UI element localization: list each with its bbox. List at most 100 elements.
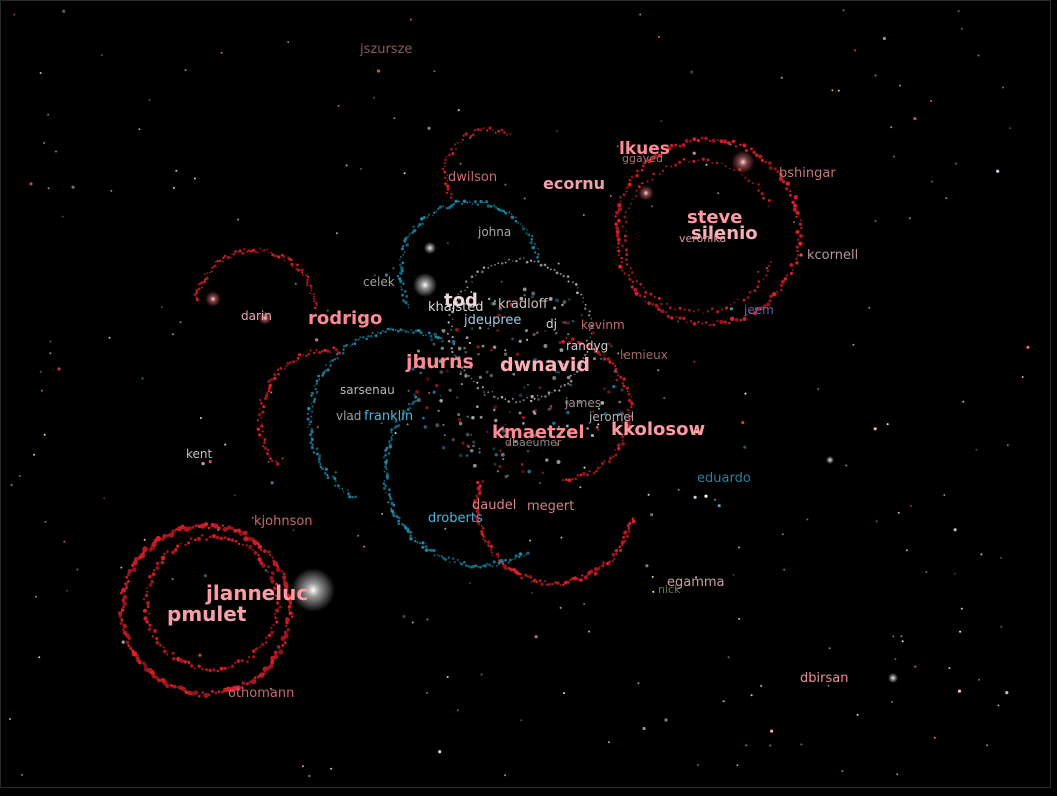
ring-particle	[439, 336, 443, 340]
label-tod[interactable]: tod	[444, 290, 478, 311]
label-kjohnson[interactable]: kjohnson	[254, 514, 313, 529]
label-dj[interactable]: dj	[546, 317, 557, 331]
label-lkues[interactable]: lkues	[619, 139, 670, 159]
cluster-particle	[537, 398, 540, 401]
ring-particle	[189, 537, 193, 540]
cluster-particle	[435, 423, 440, 428]
ring-particle	[210, 270, 214, 273]
label-veronika[interactable]: veronika	[679, 232, 726, 245]
ring-particle	[227, 537, 231, 541]
label-kradloff[interactable]: kradloff	[498, 297, 549, 312]
ring-particle	[359, 336, 362, 339]
label-jeem[interactable]: jeem	[743, 303, 774, 317]
ring-particle	[388, 440, 391, 443]
label-lemieux[interactable]: lemieux	[620, 348, 668, 362]
ring-particle	[176, 685, 179, 689]
ring-particle	[587, 343, 590, 346]
label-jeromel[interactable]: jeromel	[588, 410, 634, 424]
ring-particle	[768, 299, 772, 303]
ring-particle	[284, 585, 289, 590]
ring-particle	[440, 555, 443, 558]
label-bshingar[interactable]: bshingar	[779, 166, 836, 181]
cluster-particle	[476, 345, 480, 349]
ring-particle	[388, 493, 391, 496]
label-dwnavid[interactable]: dwnavid	[500, 354, 590, 376]
label-silenio[interactable]: silenio	[691, 223, 758, 244]
ring-particle	[445, 156, 448, 158]
ring-particle	[553, 269, 556, 271]
ring-particle	[752, 311, 758, 316]
ring-particle	[468, 375, 470, 377]
star	[695, 430, 699, 434]
star	[138, 128, 141, 131]
star	[660, 120, 663, 123]
ring-particle	[236, 659, 241, 664]
label-dbaeumer[interactable]: dbaeumer	[505, 436, 562, 449]
label-kcornell[interactable]: kcornell	[807, 248, 858, 263]
ring-particle	[628, 418, 631, 421]
ring-particle	[754, 153, 759, 157]
star	[539, 386, 541, 389]
ring-particle	[394, 425, 398, 429]
ring-particle	[499, 208, 503, 213]
label-kkolosow[interactable]: kkolosow	[611, 419, 705, 440]
label-darin[interactable]: darin	[241, 309, 272, 323]
label-khalsted[interactable]: khalsted	[428, 300, 483, 315]
label-nick[interactable]: nick	[658, 583, 681, 596]
label-randyg[interactable]: randyg	[566, 339, 608, 353]
label-jdeupree[interactable]: jdeupree	[463, 313, 521, 328]
label-megert[interactable]: megert	[527, 499, 574, 514]
label-egamma[interactable]: egamma	[667, 575, 725, 590]
label-celek[interactable]: celek	[363, 275, 395, 289]
label-steve[interactable]: steve	[687, 207, 742, 228]
cluster-particle	[492, 345, 497, 350]
cluster-particle	[526, 450, 530, 453]
ring-particle	[259, 247, 262, 249]
label-vlad[interactable]: vlad	[336, 409, 361, 423]
ring-particle	[447, 321, 450, 324]
label-kmaetzel[interactable]: kmaetzel	[492, 422, 585, 443]
label-othomann[interactable]: othomann	[228, 686, 294, 701]
ring-particle	[195, 289, 198, 292]
cluster-particle	[472, 444, 475, 448]
ring-particle	[768, 165, 773, 170]
ring-particle	[310, 394, 313, 398]
label-franklin[interactable]: franklin	[364, 409, 413, 424]
label-johna[interactable]: johna	[477, 225, 511, 239]
star	[171, 578, 174, 580]
label-daudel[interactable]: daudel	[472, 498, 516, 513]
ring-particle	[312, 351, 316, 354]
label-ecornu[interactable]: ecornu	[543, 174, 605, 193]
ring-particle	[216, 669, 220, 673]
label-rodrigo[interactable]: rodrigo	[308, 308, 382, 329]
ring-particle	[496, 564, 499, 567]
label-pmulet[interactable]: pmulet	[167, 602, 247, 626]
label-ggayed[interactable]: ggayed	[622, 152, 663, 165]
cluster-particle	[458, 356, 461, 359]
label-sarsenau[interactable]: sarsenau	[340, 383, 395, 397]
ring-particle	[309, 420, 313, 424]
label-james[interactable]: james	[564, 396, 601, 410]
label-kent[interactable]: kent	[186, 447, 213, 461]
ring-particle	[390, 436, 393, 439]
ring-particle	[449, 196, 453, 199]
label-jburns[interactable]: jburns	[405, 351, 474, 373]
label-kevinm[interactable]: kevinm	[581, 318, 625, 332]
label-jszursze[interactable]: jszursze	[359, 42, 412, 57]
ring-particle	[789, 271, 794, 276]
ring-particle	[487, 544, 490, 547]
label-dwilson[interactable]: dwilson	[448, 170, 497, 185]
ring-particle	[195, 298, 200, 302]
cluster-particle	[536, 331, 539, 334]
cluster-particle	[476, 405, 479, 408]
ring-particle	[208, 535, 212, 539]
ring-particle	[256, 427, 261, 431]
label-droberts[interactable]: droberts	[428, 511, 483, 526]
cluster-particle	[459, 370, 462, 374]
label-jlanneluc[interactable]: jlanneluc	[205, 581, 308, 605]
ring-particle	[706, 158, 710, 162]
ring-particle	[148, 612, 151, 615]
label-dbirsan[interactable]: dbirsan	[800, 671, 848, 686]
label-eduardo[interactable]: eduardo	[697, 471, 751, 486]
cluster-particle	[502, 429, 506, 433]
